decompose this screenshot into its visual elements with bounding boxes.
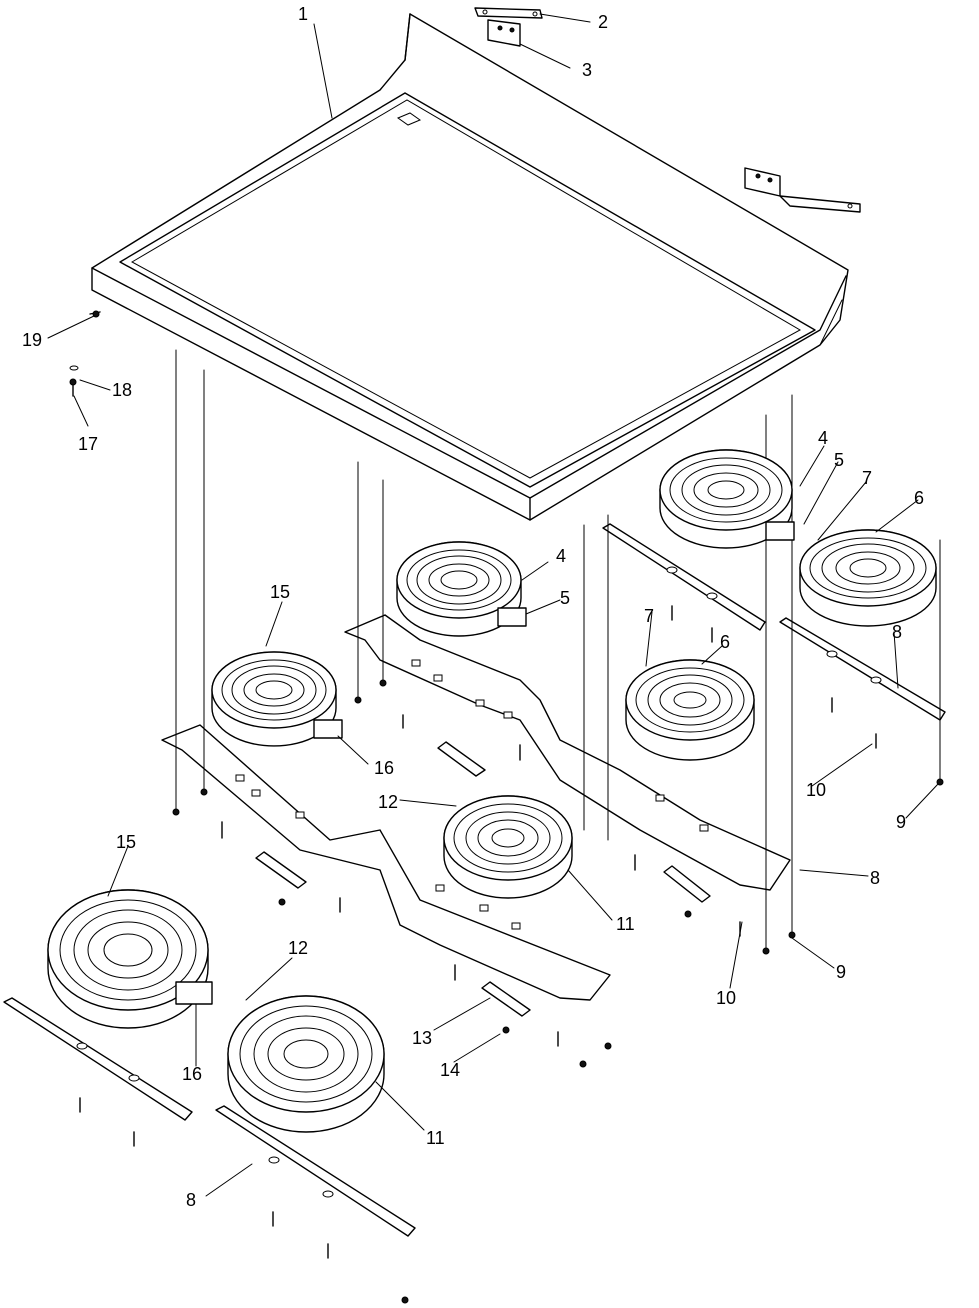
clip-brackets: [255, 741, 711, 1017]
strap-bracket-right: [779, 617, 946, 721]
callout-9: 9: [836, 962, 846, 982]
support-plate-center: [344, 614, 791, 891]
burner-element-6-right: [799, 529, 937, 627]
callout-14: 14: [440, 1060, 460, 1080]
callout-13: 13: [412, 1028, 432, 1048]
callout-7: 7: [862, 468, 872, 488]
callout-18: 18: [112, 380, 132, 400]
callout-15: 15: [116, 832, 136, 852]
strap-bracket-lower-left: [3, 997, 193, 1121]
burner-element-4-center: [396, 541, 527, 637]
burner-element-15-upper: [211, 651, 343, 747]
callout-10: 10: [716, 988, 736, 1008]
callout-16: 16: [374, 758, 394, 778]
callout-9: 9: [896, 812, 906, 832]
callout-8: 8: [892, 622, 902, 642]
callout-11: 11: [426, 1128, 445, 1148]
callout-8: 8: [186, 1190, 196, 1210]
burner-element-6-center-right: [625, 659, 755, 761]
callout-8: 8: [870, 868, 880, 888]
burner-element-4-upper-right: [659, 449, 795, 549]
callout-5: 5: [560, 588, 570, 608]
callout-3: 3: [582, 60, 592, 80]
bracket-hinge-top: [474, 7, 543, 47]
leader-lines: [47, 13, 939, 1197]
callout-19: 19: [22, 330, 42, 350]
screws: [79, 605, 944, 1304]
burner-element-11-lower: [227, 995, 385, 1133]
callout-2: 2: [598, 12, 608, 32]
callout-11: 11: [616, 914, 635, 934]
callout-12: 12: [288, 938, 308, 958]
strap-bracket-lower-center: [215, 1105, 416, 1237]
callout-4: 4: [556, 546, 566, 566]
callout-12: 12: [378, 792, 398, 812]
callout-10: 10: [806, 780, 826, 800]
callout-5: 5: [834, 450, 844, 470]
maintop-glass-cooktop: [91, 13, 849, 521]
strap-bracket-upper: [602, 523, 766, 631]
support-plate-left: [161, 724, 611, 1001]
callout-7: 7: [644, 606, 654, 626]
callout-4: 4: [818, 428, 828, 448]
callout-labels: 1 2 3 4 4 5 5 6 6 7 7 8 8 8 9 9 10 10 11…: [22, 4, 924, 1210]
callout-1: 1: [298, 4, 308, 24]
screw-set-left: [69, 310, 101, 397]
callout-16: 16: [182, 1064, 202, 1084]
burner-element-15-lower-left: [47, 889, 213, 1029]
burner-element-11-center: [443, 795, 573, 899]
bracket-hinge-right: [744, 167, 861, 213]
callout-17: 17: [78, 434, 98, 454]
callout-15: 15: [270, 582, 290, 602]
callout-6: 6: [720, 632, 730, 652]
callout-6: 6: [914, 488, 924, 508]
